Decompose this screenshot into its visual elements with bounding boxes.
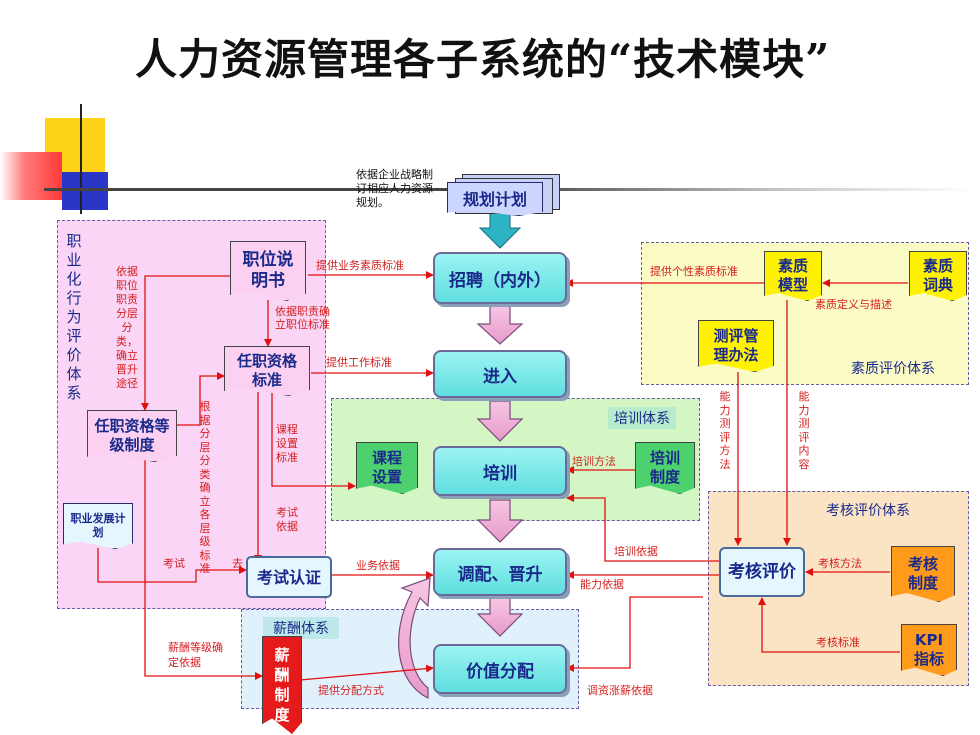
label-salary-grade: 薪酬等级确定依据 (168, 641, 223, 669)
page-title: 人力资源管理各子系统的“技术模块” (135, 35, 831, 84)
doc-assessment-system: 考核制度 (891, 546, 955, 602)
label-exam-cut: 去 (232, 557, 243, 570)
label-biz-basis: 业务依据 (356, 559, 400, 572)
doc-salary-system: 薪酬制度 (262, 636, 302, 734)
label-assess-std: 考核标准 (816, 636, 860, 649)
process-training: 培训 (433, 446, 567, 496)
label-train-method: 培训方法 (572, 455, 616, 468)
process-entry: 进入 (433, 350, 567, 398)
flow-arrow-plan-recruit (478, 211, 522, 249)
label-personal-quality: 提供个性素质标准 (650, 265, 738, 278)
deco-red-square (0, 152, 62, 200)
doc-quality-model: 素质模型 (764, 251, 822, 301)
planning-note: 依据企业战略制订相应人力资源规划。 (356, 168, 433, 209)
label-raise-basis: 调资涨薪依据 (587, 684, 653, 697)
label-course-std: 课程设置标准 (276, 423, 298, 464)
doc-kpi: KPI指标 (901, 624, 957, 676)
doc-assessment: 考核评价 (719, 547, 805, 597)
process-value: 价值分配 (433, 644, 567, 694)
region-vocation-label: 职业化行为评价体系 (66, 232, 82, 402)
doc-qualification-grade: 任职资格等级制度 (87, 410, 177, 462)
label-pay-method: 提供分配方式 (318, 684, 384, 697)
deco-vertical-line (80, 104, 82, 214)
deco-blue-square (62, 172, 108, 210)
label-assess-method: 考核方法 (818, 557, 862, 570)
flow-arrow-recruit-entry (476, 305, 524, 345)
label-by-duty: 依据职位职责分层分类，确立晋升途径 (116, 265, 138, 390)
label-quality-def: 素质定义与描述 (815, 298, 892, 311)
label-ability-basis: 能力依据 (580, 578, 624, 591)
flow-arrow-deploy-value (476, 597, 524, 637)
region-quality-label: 素质评价体系 (851, 361, 935, 377)
flow-arrow-entry-training (476, 400, 524, 442)
label-by-job-duty: 依据职责确立职位标准 (275, 305, 330, 331)
flow-arrow-training-deploy (476, 499, 524, 543)
process-deploy: 调配、晋升 (433, 548, 567, 596)
label-train-basis: 培训依据 (614, 545, 658, 558)
label-ability-method: 能力测评方法 (719, 390, 731, 471)
doc-qualification-standard: 任职资格标准 (224, 346, 310, 396)
doc-training-system: 培训制度 (635, 442, 695, 494)
label-exam-basis: 考试依据 (276, 506, 298, 533)
label-exam: 考试 (163, 557, 185, 570)
doc-exam-certification: 考试认证 (246, 556, 332, 598)
doc-course-setting: 课程设置 (356, 442, 418, 494)
region-assessment-label: 考核评价体系 (826, 503, 910, 519)
doc-job-description: 职位说明书 (230, 241, 306, 301)
doc-career-plan: 职业发展计划 (63, 503, 133, 549)
process-recruit: 招聘（内外） (433, 252, 567, 304)
label-biz-quality: 提供业务素质标准 (316, 259, 404, 272)
doc-quality-dictionary: 素质词典 (909, 251, 967, 301)
label-by-layer: 根据分层分类确立各层级标准 (199, 400, 211, 575)
label-ability-content: 能力测评内容 (798, 390, 810, 471)
planning-doc: 规划计划 (447, 182, 543, 216)
label-work-std: 提供工作标准 (326, 356, 392, 369)
doc-evaluation-method: 测评管理办法 (698, 320, 774, 372)
region-salary-label: 薪酬体系 (263, 617, 339, 639)
curved-arrow-value-deploy (398, 577, 431, 699)
region-training-label: 培训体系 (608, 407, 676, 429)
